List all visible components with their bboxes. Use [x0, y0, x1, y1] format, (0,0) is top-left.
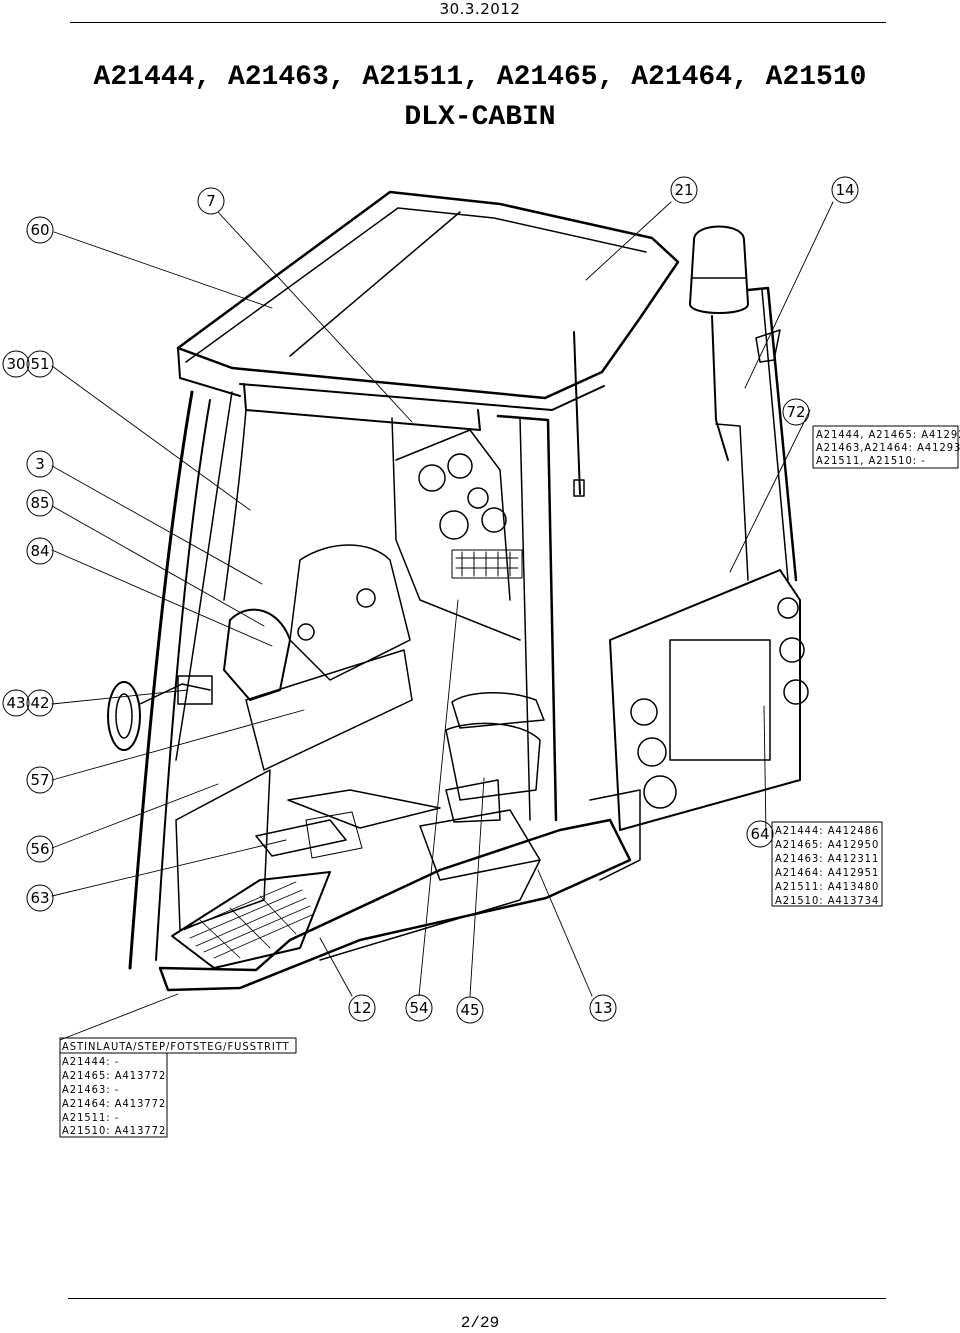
svg-text:21: 21 [674, 181, 693, 199]
callout-42: 42 [26, 689, 54, 717]
svg-text:42: 42 [30, 694, 49, 712]
callout-bubbles: 60 7 21 14 30 51 3 85 84 72 43 42 57 56 … [2, 176, 859, 1024]
callout-12: 12 [348, 994, 376, 1022]
svg-text:85: 85 [30, 494, 49, 512]
page-number: 2/29 [460, 1314, 500, 1332]
part-64-box: A21444: A412486 A21465: A412950 A21463: … [771, 821, 883, 907]
part-72-box: A21444, A21465: A412928 A21463,A21464: A… [812, 425, 960, 469]
callout-45: 45 [456, 996, 484, 1024]
svg-text:ASTINLAUTA/STEP/FOTSTEG/FUSSTR: ASTINLAUTA/STEP/FOTSTEG/FUSSTRITT [62, 1040, 290, 1053]
svg-text:A21511, A21510: -: A21511, A21510: - [816, 454, 926, 467]
callout-84: 84 [26, 537, 54, 565]
svg-text:A21511: -: A21511: - [62, 1111, 119, 1124]
cabin-illustration [107, 190, 809, 992]
callout-21: 21 [670, 176, 698, 204]
callout-56: 56 [26, 835, 54, 863]
svg-text:A21510: A413734: A21510: A413734 [775, 894, 879, 907]
callout-54: 54 [405, 994, 433, 1022]
svg-text:A21444: A412486: A21444: A412486 [775, 824, 879, 837]
footer-rule [68, 1298, 886, 1299]
svg-text:A21510: A413772: A21510: A413772 [62, 1124, 166, 1137]
callout-64: 64 [746, 820, 774, 848]
svg-text:60: 60 [30, 221, 49, 239]
svg-text:A21463: -: A21463: - [62, 1083, 119, 1096]
svg-text:56: 56 [30, 840, 49, 858]
callout-30: 30 [2, 350, 30, 378]
svg-text:A21444, A21465: A412928: A21444, A21465: A412928 [816, 428, 960, 441]
callout-57: 57 [26, 766, 54, 794]
header-rule [70, 22, 886, 23]
callout-3: 3 [26, 450, 54, 478]
svg-text:A21465: A413772: A21465: A413772 [62, 1069, 166, 1082]
callout-51: 51 [26, 350, 54, 378]
svg-text:A21465: A412950: A21465: A412950 [775, 838, 879, 851]
callout-13: 13 [589, 994, 617, 1022]
svg-text:A21464: A413772: A21464: A413772 [62, 1097, 166, 1110]
svg-text:84: 84 [30, 542, 49, 560]
svg-text:72: 72 [786, 403, 805, 421]
callout-43: 43 [2, 689, 30, 717]
svg-text:54: 54 [409, 999, 428, 1017]
svg-text:A21511: A413480: A21511: A413480 [775, 880, 879, 893]
callout-14: 14 [831, 176, 859, 204]
svg-text:A21463: A412311: A21463: A412311 [775, 852, 879, 865]
svg-text:14: 14 [835, 181, 854, 199]
svg-text:12: 12 [352, 999, 371, 1017]
step-box: ASTINLAUTA/STEP/FOTSTEG/FUSSTRITT A21444… [59, 1037, 297, 1138]
svg-text:45: 45 [460, 1001, 479, 1019]
page-title: A21444, A21463, A21511, A21465, A21464, … [93, 62, 867, 93]
svg-text:3: 3 [35, 455, 45, 473]
svg-text:A21463,A21464: A412932: A21463,A21464: A412932 [816, 441, 960, 454]
svg-text:A21464: A412951: A21464: A412951 [775, 866, 879, 879]
svg-text:13: 13 [593, 999, 612, 1017]
page-subtitle: DLX-CABIN [404, 102, 556, 133]
callout-85: 85 [26, 489, 54, 517]
svg-text:30: 30 [6, 355, 25, 373]
svg-text:43: 43 [6, 694, 25, 712]
leader-lines [51, 201, 834, 1041]
svg-text:63: 63 [30, 889, 49, 907]
svg-text:A21444: -: A21444: - [62, 1055, 119, 1068]
document-date: 30.3.2012 [439, 0, 521, 18]
svg-text:7: 7 [206, 192, 216, 210]
svg-text:57: 57 [30, 771, 49, 789]
callout-72: 72 [782, 398, 810, 426]
callout-7: 7 [197, 187, 225, 215]
callout-63: 63 [26, 884, 54, 912]
callout-60: 60 [26, 216, 54, 244]
svg-text:51: 51 [30, 355, 49, 373]
svg-text:64: 64 [750, 825, 769, 843]
